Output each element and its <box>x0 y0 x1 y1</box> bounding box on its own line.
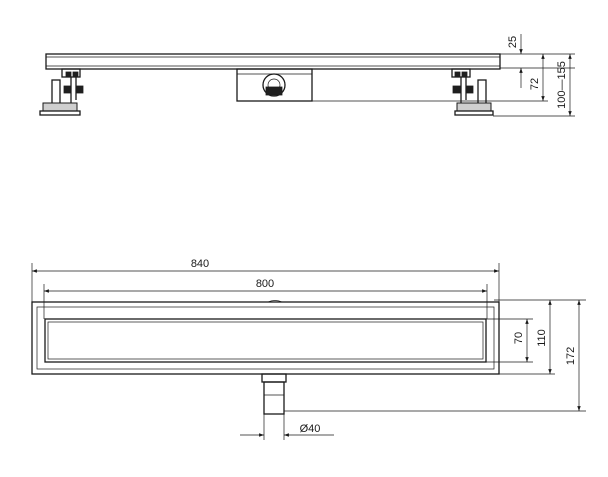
dim-total-width: 172 <box>565 347 577 365</box>
dim-grate-height: 25 <box>507 36 519 48</box>
dim-channel-length: 800 <box>256 278 274 290</box>
dim-frame-width: 110 <box>536 329 548 347</box>
side-channel-body <box>45 53 501 70</box>
top-view: 840 800 70 110 172 Ø40 <box>31 258 586 440</box>
dim-outlet-diameter: Ø40 <box>300 423 321 435</box>
side-right-foot <box>451 68 494 116</box>
side-outlet <box>236 68 313 102</box>
side-left-foot <box>39 68 84 116</box>
top-outlet-pipe <box>261 373 287 415</box>
top-grate <box>44 318 487 363</box>
side-view: 25 72 100—155 <box>39 34 575 117</box>
top-outer-frame <box>31 301 500 375</box>
dim-total-length: 840 <box>191 258 209 270</box>
dim-grate-width: 70 <box>513 332 525 344</box>
dim-adjustable-height: 100—155 <box>556 61 568 109</box>
dim-body-height: 72 <box>529 78 541 90</box>
